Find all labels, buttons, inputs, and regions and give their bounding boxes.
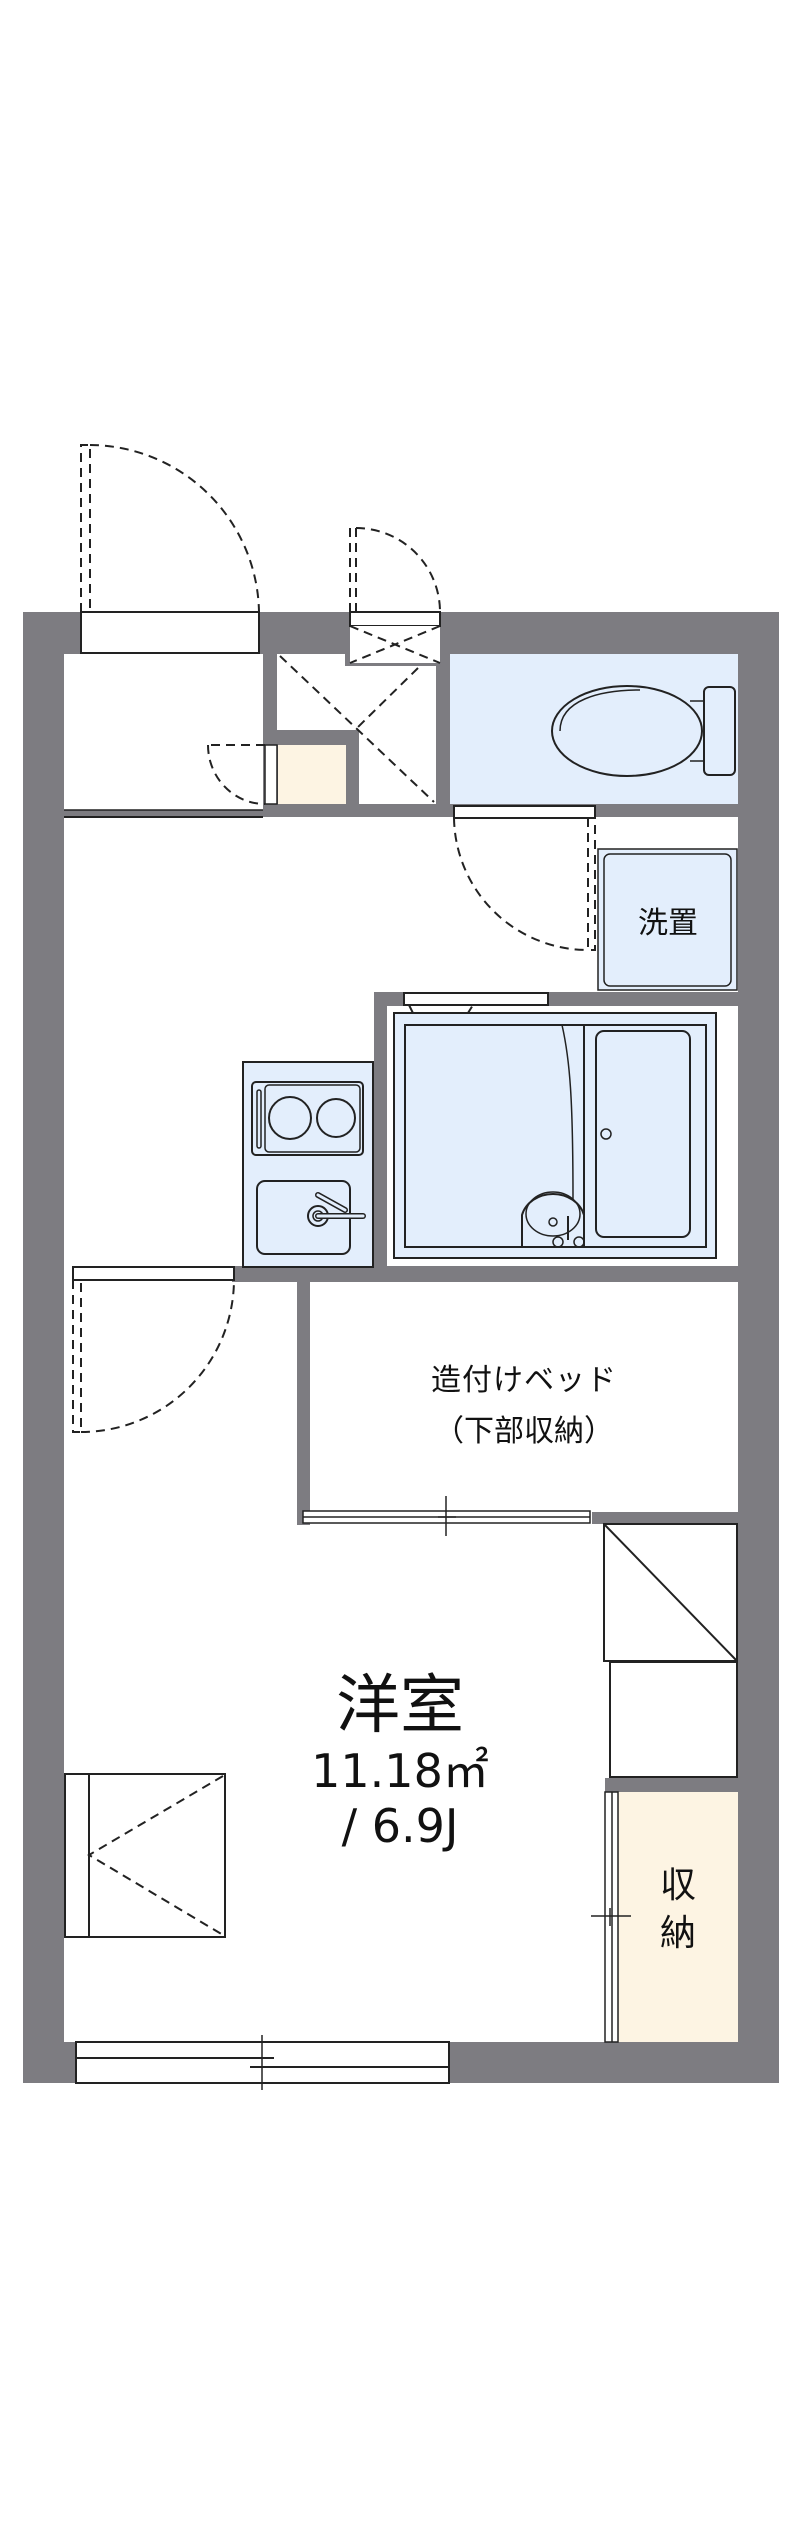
window-bottom[interactable] xyxy=(75,2035,450,2090)
built-in-bed-sublabel: （下部収納） xyxy=(434,1414,614,1449)
closet-sliding-door[interactable] xyxy=(591,1791,631,2043)
built-in-bed-label: 造付けベッド xyxy=(431,1363,617,1398)
bathroom xyxy=(393,992,717,1259)
meter-box-door[interactable] xyxy=(349,527,441,664)
kitchen xyxy=(242,1061,374,1268)
room-door[interactable] xyxy=(72,1266,235,1433)
closet-label: 収納 xyxy=(659,1865,696,1954)
entry-step xyxy=(64,809,263,818)
washer-space-label: 洗置 xyxy=(638,906,698,941)
shelf-unit xyxy=(603,1523,738,1778)
air-conditioner xyxy=(64,1773,226,1938)
western-room-label: 洋室 xyxy=(336,1669,464,1743)
toilet-door[interactable] xyxy=(453,805,596,951)
toilet xyxy=(551,685,736,777)
entrance-door[interactable] xyxy=(80,444,260,654)
pipe-shaft xyxy=(279,655,435,803)
shoe-cabinet-door[interactable] xyxy=(207,744,278,805)
washer-space xyxy=(597,848,738,991)
room-area-label: 11.18㎡ xyxy=(311,1744,489,1798)
room-jo-label: / 6.9J xyxy=(341,1799,459,1853)
bed-sliding-door[interactable] xyxy=(302,1496,591,1536)
interior-walls xyxy=(232,612,779,2083)
